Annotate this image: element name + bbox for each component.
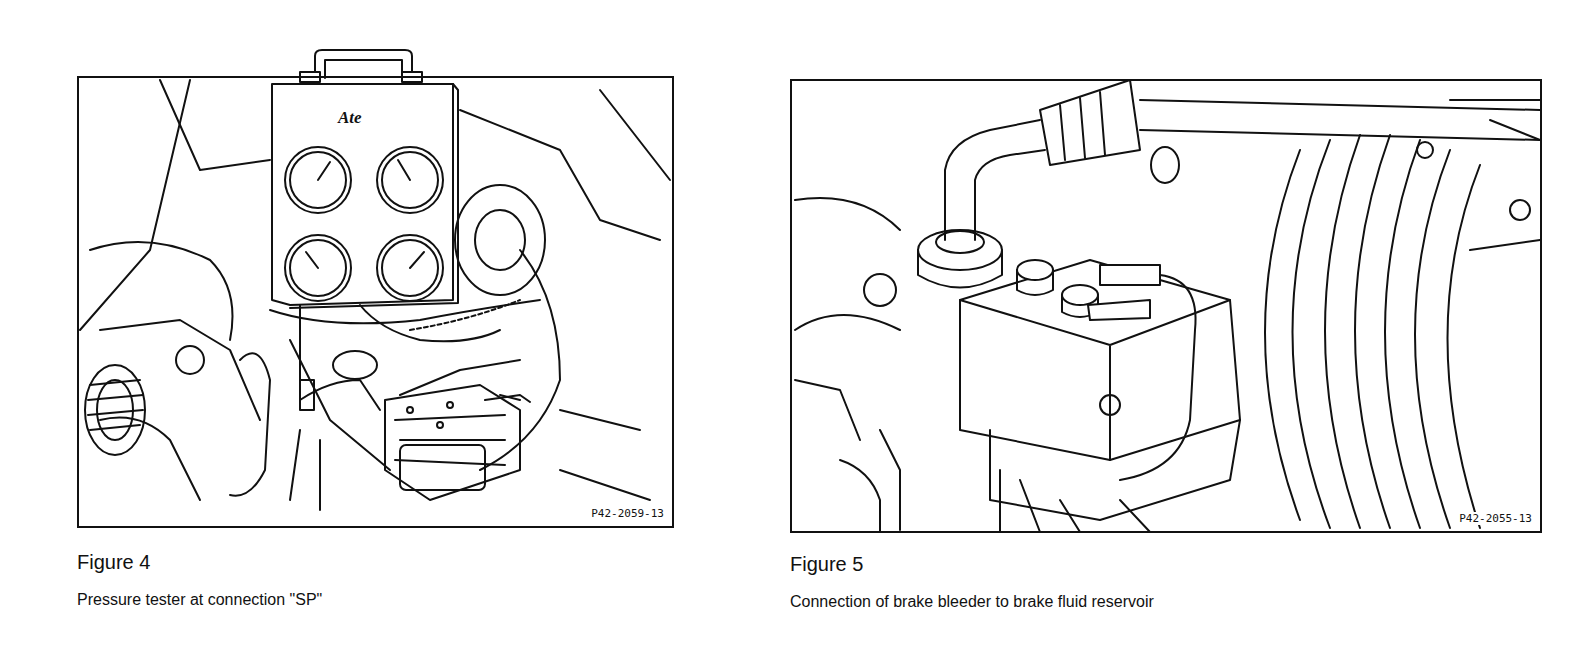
engine-bay <box>80 80 670 510</box>
figure-number: Figure 5 <box>790 553 863 576</box>
figure-number: Figure 4 <box>77 551 150 574</box>
figure-frame: P42-2055-13 <box>790 79 1542 533</box>
figure-caption: Pressure tester at connection "SP" <box>77 591 322 609</box>
figure-reference-code: P42-2055-13 <box>1457 512 1534 525</box>
figure-caption: Connection of brake bleeder to brake flu… <box>790 593 1154 611</box>
figure-frame: P42-2059-13 <box>77 76 674 528</box>
brand-logo: Ate <box>338 108 362 128</box>
brake-reservoir-and-booster <box>795 80 1540 532</box>
figure-reference-code: P42-2059-13 <box>589 507 666 520</box>
pressure-tester <box>272 50 500 380</box>
